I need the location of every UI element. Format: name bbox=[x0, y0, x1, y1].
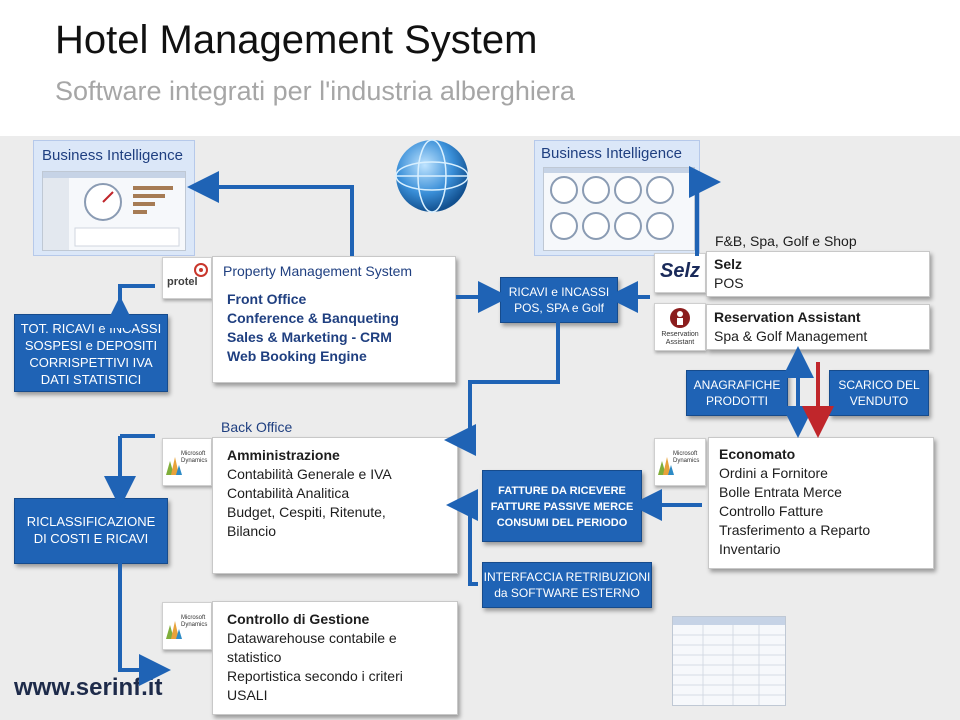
bi-right-panel: Business Intelligence bbox=[534, 140, 700, 256]
reclass-line: DI COSTI E RICAVI bbox=[33, 531, 149, 546]
reservation-assistant-logo: Reservation Assistant bbox=[654, 303, 706, 351]
anagrafiche-line: ANAGRAFICHE bbox=[693, 378, 781, 392]
spreadsheet-thumbnail-icon bbox=[673, 617, 785, 705]
fatture-line: FATTURE DA RICEVERE bbox=[498, 485, 626, 497]
person-icon bbox=[670, 308, 690, 328]
scarico-line: SCARICO DEL bbox=[838, 378, 920, 392]
interfaccia-box: INTERFACCIA RETRIBUZIONI da SOFTWARE EST… bbox=[482, 562, 652, 608]
ra-logo-line: Reservation bbox=[661, 331, 699, 338]
controllo-item: Datawarehouse contabile e bbox=[227, 630, 397, 646]
kpi-line: CORRISPETTIVI IVA bbox=[29, 355, 153, 370]
ms-dynamics-logo-economato: Microsoft Dynamics bbox=[654, 438, 706, 486]
protel-logo-text: protel bbox=[167, 276, 198, 288]
kpi-line: SOSPESI e DEPOSITI bbox=[24, 338, 158, 353]
controllo-item: Reportistica secondo i criteri bbox=[227, 668, 403, 684]
amministrazione-text: Amministrazione Contabilità Generale e I… bbox=[227, 446, 392, 541]
pms-item: Web Booking Engine bbox=[227, 348, 367, 364]
ms-dynamics-logo-text: Microsoft Dynamics bbox=[181, 615, 208, 628]
amministrazione-item: Budget, Cespiti, Ritenute, bbox=[227, 504, 386, 520]
fnb-heading: F&B, Spa, Golf e Shop bbox=[715, 233, 857, 249]
ms-dynamics-logo-controllo: Microsoft Dynamics bbox=[162, 602, 212, 650]
pms-title: Property Management System bbox=[223, 263, 413, 279]
selz-logo: Selz bbox=[654, 253, 706, 293]
anagrafiche-line: PRODOTTI bbox=[706, 394, 768, 408]
ra-logo-line: Assistant bbox=[665, 339, 695, 346]
reservation-assistant-logo-text: Reservation Assistant bbox=[655, 331, 705, 347]
pms-list: Front Office Conference & Banqueting Sal… bbox=[227, 290, 399, 366]
report-thumbnail bbox=[672, 616, 786, 706]
economato-item: Ordini a Fornitore bbox=[719, 465, 828, 481]
amministrazione-item: Contabilità Generale e IVA bbox=[227, 466, 392, 482]
selz-text: Selz POS bbox=[714, 255, 744, 293]
reservation-assistant-box: Reservation Assistant Spa & Golf Managem… bbox=[706, 304, 930, 350]
globe-icon bbox=[395, 139, 469, 213]
ms-dynamics-logo-back-office: Microsoft Dynamics bbox=[162, 438, 212, 486]
economato-item: Controllo Fatture bbox=[719, 503, 824, 519]
gauges-thumbnail-icon bbox=[544, 168, 694, 240]
protel-logo: protel bbox=[162, 257, 212, 299]
anagrafiche-box: ANAGRAFICHE PRODOTTI bbox=[686, 370, 788, 416]
interfaccia-line: da SOFTWARE ESTERNO bbox=[494, 586, 640, 600]
kpi-box: TOT. RICAVI e INCASSI SOSPESI e DEPOSITI… bbox=[14, 314, 168, 392]
selz-logo-text: Selz bbox=[660, 260, 701, 282]
pms-item: Front Office bbox=[227, 291, 307, 307]
bi-left-panel: Business Intelligence bbox=[33, 140, 195, 256]
reclassification-box: RICLASSIFICAZIONE DI COSTI E RICAVI bbox=[14, 498, 168, 564]
pms-box: Property Management System Front Office … bbox=[212, 256, 456, 383]
ra-text: Reservation Assistant Spa & Golf Managem… bbox=[714, 308, 867, 346]
bi-right-label: Business Intelligence bbox=[541, 145, 682, 162]
back-office-label: Back Office bbox=[221, 419, 293, 435]
scarico-box: SCARICO DEL VENDUTO bbox=[829, 370, 929, 416]
ricavi-line: RICAVI e INCASSI bbox=[508, 285, 610, 299]
bi-left-label: Business Intelligence bbox=[42, 147, 183, 164]
controllo-text: Controllo di Gestione Datawarehouse cont… bbox=[227, 610, 403, 705]
fatture-line: CONSUMI DEL PERIODO bbox=[496, 517, 628, 529]
ra-title: Reservation Assistant bbox=[714, 309, 861, 325]
dynamics-logo-icon bbox=[166, 621, 182, 639]
economato-item: Inventario bbox=[719, 541, 781, 557]
kpi-line: DATI STATISTICI bbox=[40, 372, 142, 387]
economato-item: Trasferimento a Reparto bbox=[719, 522, 871, 538]
controllo-item: USALI bbox=[227, 687, 268, 703]
ms-dynamics-logo-text: Microsoft Dynamics bbox=[673, 451, 700, 464]
fatture-line: FATTURE PASSIVE MERCE bbox=[490, 501, 634, 513]
selz-box: Selz POS bbox=[706, 251, 930, 297]
dynamics-logo-icon bbox=[166, 457, 182, 475]
controllo-box: Controllo di Gestione Datawarehouse cont… bbox=[212, 601, 458, 715]
amministrazione-box: Amministrazione Contabilità Generale e I… bbox=[212, 437, 458, 574]
amministrazione-item: Contabilità Analitica bbox=[227, 485, 350, 501]
economato-title: Economato bbox=[719, 446, 796, 462]
protel-logo-icon bbox=[194, 263, 208, 277]
ricavi-line: POS, SPA e Golf bbox=[514, 301, 604, 315]
dashboard-thumbnail-icon bbox=[43, 172, 185, 250]
ms-dynamics-logo-text: Microsoft Dynamics bbox=[181, 451, 208, 464]
ricavi-box: RICAVI e INCASSI POS, SPA e Golf bbox=[500, 277, 618, 323]
economato-item: Bolle Entrata Merce bbox=[719, 484, 842, 500]
amministrazione-item: Bilancio bbox=[227, 523, 277, 539]
pms-item: Sales & Marketing - CRM bbox=[227, 329, 392, 345]
economato-text: Economato Ordini a Fornitore Bolle Entra… bbox=[719, 445, 870, 559]
ra-subtitle: Spa & Golf Management bbox=[714, 328, 868, 344]
page-title: Hotel Management System bbox=[55, 18, 538, 62]
scarico-line: VENDUTO bbox=[849, 394, 909, 408]
controllo-item: statistico bbox=[227, 649, 282, 665]
footer-url: www.serinf.it bbox=[14, 674, 163, 701]
fatture-box: FATTURE DA RICEVERE FATTURE PASSIVE MERC… bbox=[482, 470, 642, 542]
kpi-line: TOT. RICAVI e INCASSI bbox=[20, 321, 162, 336]
dynamics-logo-icon bbox=[658, 457, 674, 475]
amministrazione-title: Amministrazione bbox=[227, 447, 340, 463]
bi-right-screenshot bbox=[543, 167, 695, 251]
controllo-title: Controllo di Gestione bbox=[227, 611, 370, 627]
interfaccia-line: INTERFACCIA RETRIBUZIONI bbox=[483, 570, 651, 584]
selz-title: Selz bbox=[714, 256, 743, 272]
bi-left-screenshot bbox=[42, 171, 186, 251]
economato-box: Economato Ordini a Fornitore Bolle Entra… bbox=[708, 437, 934, 569]
pms-item: Conference & Banqueting bbox=[227, 310, 399, 326]
reclass-line: RICLASSIFICAZIONE bbox=[26, 514, 156, 529]
page-subtitle: Software integrati per l'industria alber… bbox=[55, 76, 575, 106]
selz-subtitle: POS bbox=[714, 275, 744, 291]
